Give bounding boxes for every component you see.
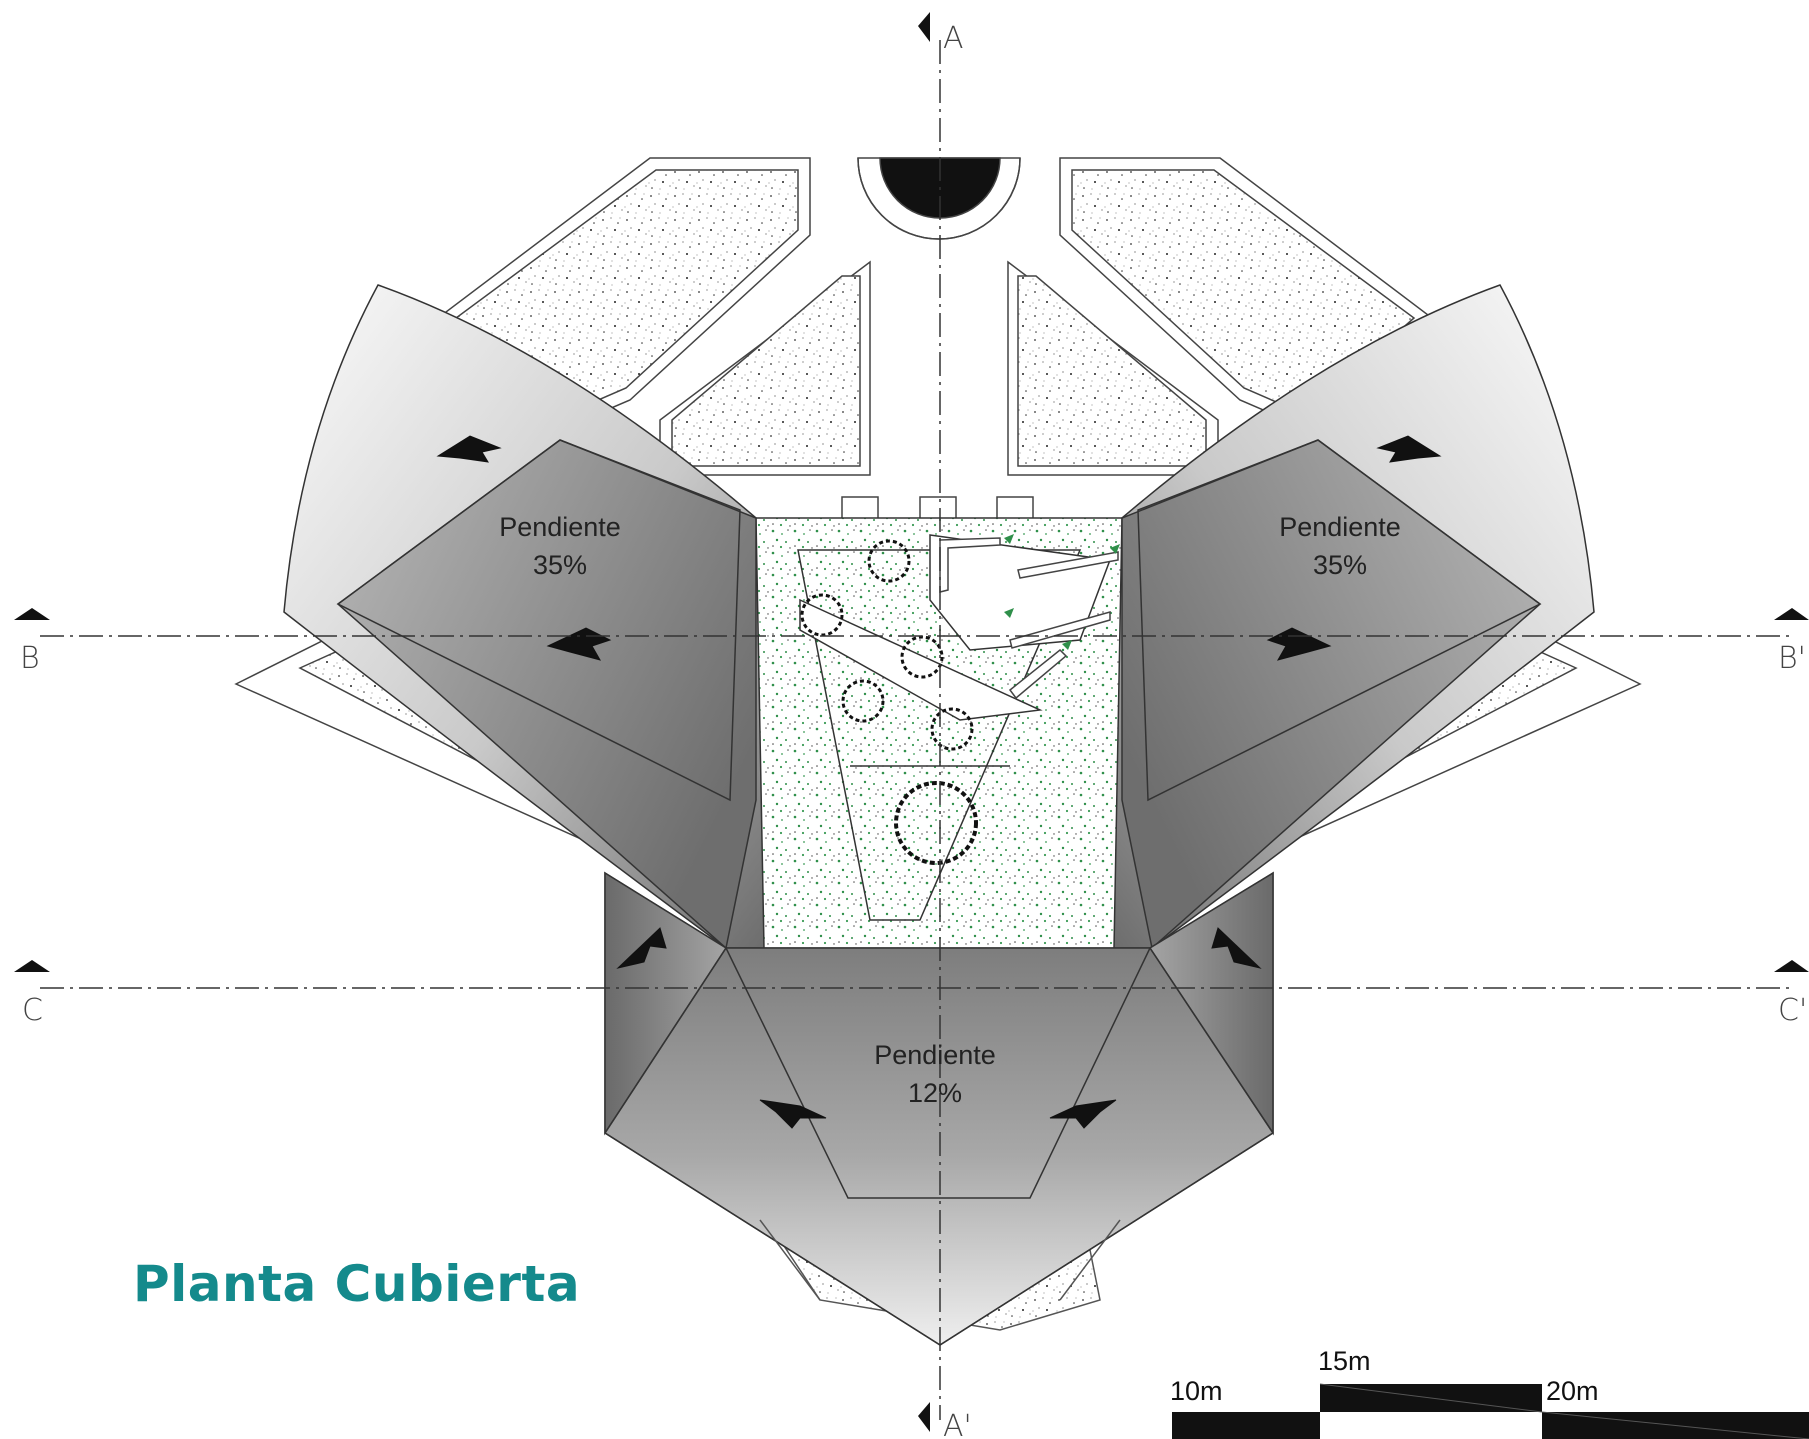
section-label-b-right: B' [1778,641,1806,676]
section-lines [40,40,1790,1420]
tree-2 [800,593,844,637]
slope-right-label: Pendiente [1279,512,1401,542]
scale-label-10m: 10m [1170,1376,1223,1406]
green-markers [1004,534,1120,650]
tree-4 [841,679,885,723]
slope-right-value: 35% [1313,550,1367,580]
green-courtyard [725,517,1151,949]
slope-bottom-label: Pendiente [874,1040,996,1070]
section-marker-b-left [14,608,50,620]
arrow-left-upper [436,435,502,463]
scale-label-20m: 20m [1546,1376,1599,1406]
arrow-bottom-center-right [1049,1099,1117,1129]
trees [800,539,978,865]
roof-right-wing [1113,284,1595,950]
scale-label-15m: 15m [1318,1346,1371,1376]
tree-5 [930,707,974,751]
scale-bar: 10m 15m 20m [1170,1346,1809,1439]
section-marker-b-right [1774,608,1809,620]
upper-floor-panels [436,157,1434,524]
tree-3 [900,635,944,679]
tree-large [894,781,978,865]
roof-left-wing [283,284,765,950]
scale-segment-1 [1172,1412,1320,1439]
arrow-right-upper [1376,435,1442,463]
drawing-title: Planta Cubierta [133,1255,581,1313]
section-label-a-bottom: A' [943,1409,972,1439]
section-markers [14,12,1809,1432]
slope-arrows [436,435,1442,1129]
slope-left-label: Pendiente [499,512,621,542]
slope-left-value: 35% [533,550,587,580]
roof-bottom [603,871,1275,1346]
section-marker-a-bottom [918,1402,930,1432]
arrow-bottom-center-left [759,1099,827,1129]
section-marker-c-right [1774,960,1809,972]
slope-bottom-value: 12% [908,1078,962,1108]
section-label-b-left: B [20,641,40,676]
section-label-a-top: A [943,21,964,56]
arrow-right-lower [1266,627,1332,661]
section-marker-c-left [14,960,50,972]
arrow-bottom-left-side [616,927,667,969]
section-label-c-left: C [22,993,43,1028]
tree-1 [867,539,911,583]
arrow-bottom-right-side [1211,927,1262,969]
section-marker-a-top [918,12,930,42]
stairs [939,537,1119,700]
section-label-c-right: C' [1778,993,1807,1028]
